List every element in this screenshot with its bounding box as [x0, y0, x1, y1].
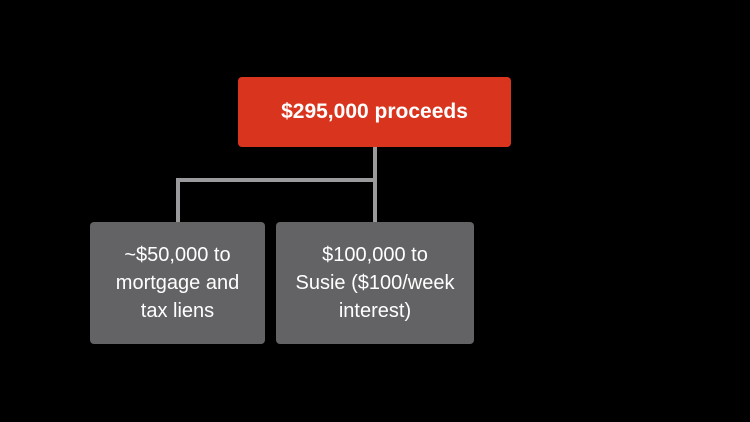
child-node-text: $100,000 to Susie ($100/week interest): [296, 241, 455, 325]
child-node-line: interest): [338, 300, 412, 322]
child-node-line: ~$50,000 to: [124, 244, 231, 266]
child-node-mortgage-liens: ~$50,000 to mortgage and tax liens: [90, 222, 265, 344]
root-node-label: $295,000 proceeds: [281, 100, 468, 123]
child-node-line: tax liens: [140, 300, 215, 322]
root-node-proceeds: $295,000 proceeds: [238, 77, 511, 147]
child-node-line: $100,000 to: [322, 244, 428, 266]
child-node-line: mortgage and: [115, 272, 240, 294]
child-node-susie-loan: $100,000 to Susie ($100/week interest): [276, 222, 474, 344]
child-node-text: ~$50,000 to mortgage and tax liens: [116, 241, 239, 325]
child-node-line: Susie ($100/week: [295, 272, 455, 294]
